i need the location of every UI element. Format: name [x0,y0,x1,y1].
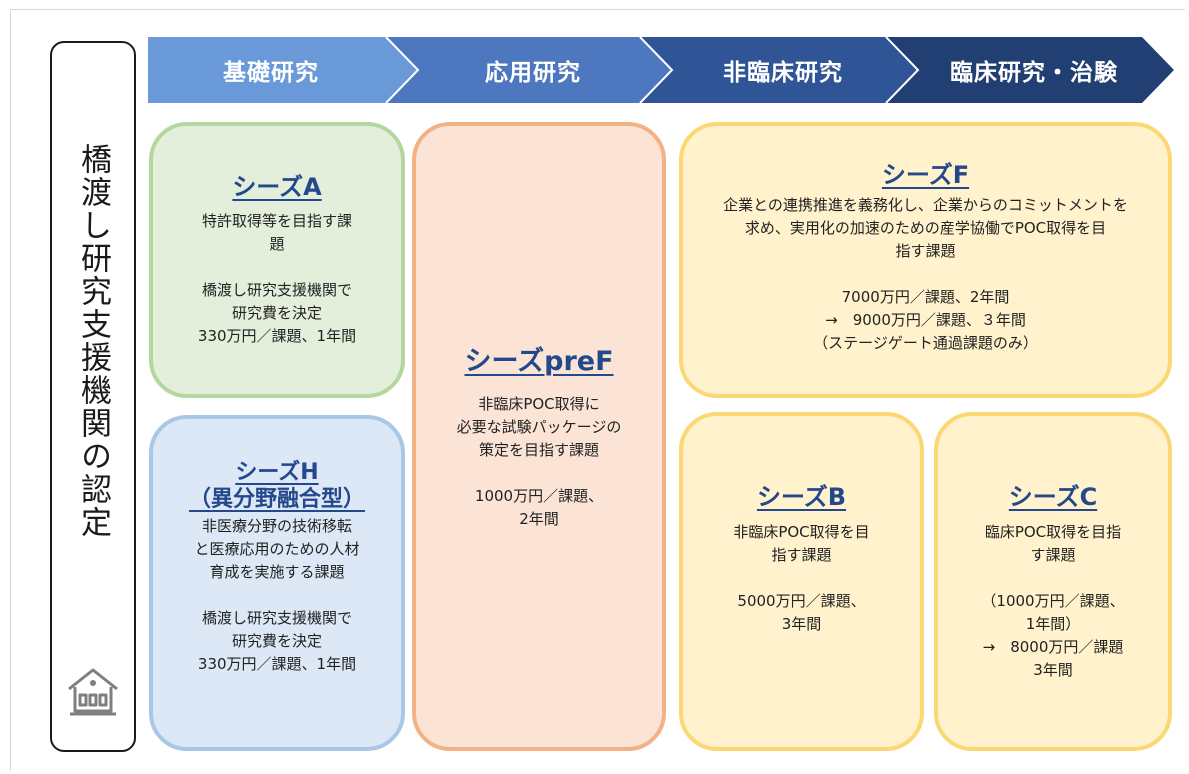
seeds-a-box: シーズA 特許取得等を目指す課 題 橋渡し研究支援機関で 研究費を決定 330万… [149,122,405,398]
seeds-c-description: 臨床POC取得を目指 す課題 [984,523,1122,564]
seeds-f-description: 企業との連携推進を義務化し、企業からのコミットメントを 求め、実用化の加速のため… [723,196,1128,260]
seeds-c-funding: （1000万円／課題、 1年間） → 8000万円／課題 3年間 [981,592,1125,679]
seeds-c-title: シーズC [1008,483,1098,511]
stage-label-applied-research: 応用研究 [485,60,581,86]
stage-label-clinical-research: 臨床研究・治験 [950,60,1118,86]
certification-label-box: 橋渡し研究支援機関の認定 [50,41,136,752]
stage-label-basic-research: 基礎研究 [223,60,319,86]
seeds-pref-funding: 1000万円／課題、 2年間 [474,487,604,528]
stage-label-nonclinical-research: 非臨床研究 [723,60,843,86]
home-icon [68,668,118,716]
stage-chevron-4 [886,37,1174,103]
stage-chevron-2 [386,37,672,103]
seeds-a-funding: 橋渡し研究支援機関で 研究費を決定 330万円／課題、1年間 [197,281,357,345]
seeds-f-funding: 7000万円／課題、2年間 → 9000万円／課題、３年間 （ステージゲート通過… [813,288,1038,352]
seeds-h-description: 非医療分野の技術移転 と医療応用のための人材 育成を実施する課題 [194,517,360,581]
frame-left-border [10,9,11,771]
seeds-f-box: シーズF 企業との連携推進を義務化し、企業からのコミットメントを 求め、実用化の… [679,122,1172,398]
seeds-c-box: シーズC 臨床POC取得を目指 す課題 （1000万円／課題、 1年間） → 8… [934,412,1172,751]
seeds-b-box: シーズB 非臨床POC取得を目 指す課題 5000万円／課題、 3年間 [679,412,924,751]
frame-top-border [10,9,1185,10]
seeds-b-title: シーズB [756,483,847,511]
seeds-pref-box: シーズpreF 非臨床POC取得に 必要な試験パッケージの 策定を目指す課題 1… [412,122,666,751]
seeds-h-box: シーズH （異分野融合型） 非医療分野の技術移転 と医療応用のための人材 育成を… [149,415,405,751]
seeds-b-description: 非臨床POC取得を目 指す課題 [733,523,870,564]
stage-chevron-3 [640,37,918,103]
research-stage-chevrons: 基礎研究 応用研究 非臨床研究 臨床研究・治験 [148,37,1174,103]
seeds-f-title: シーズF [881,161,970,189]
seeds-a-description: 特許取得等を目指す課 題 [201,212,352,253]
seeds-pref-description: 非臨床POC取得に 必要な試験パッケージの 策定を目指す課題 [456,395,622,459]
stage-chevron-1 [148,37,418,103]
seeds-h-funding: 橋渡し研究支援機関で 研究費を決定 330万円／課題、1年間 [197,609,357,673]
seeds-h-title: シーズH （異分野融合型） [188,460,365,512]
seeds-b-funding: 5000万円／課題、 3年間 [737,592,866,633]
seeds-pref-title: シーズpreF [464,346,614,377]
seeds-a-title: シーズA [232,173,322,201]
certification-label: 橋渡し研究支援機関の認定 [75,143,111,539]
